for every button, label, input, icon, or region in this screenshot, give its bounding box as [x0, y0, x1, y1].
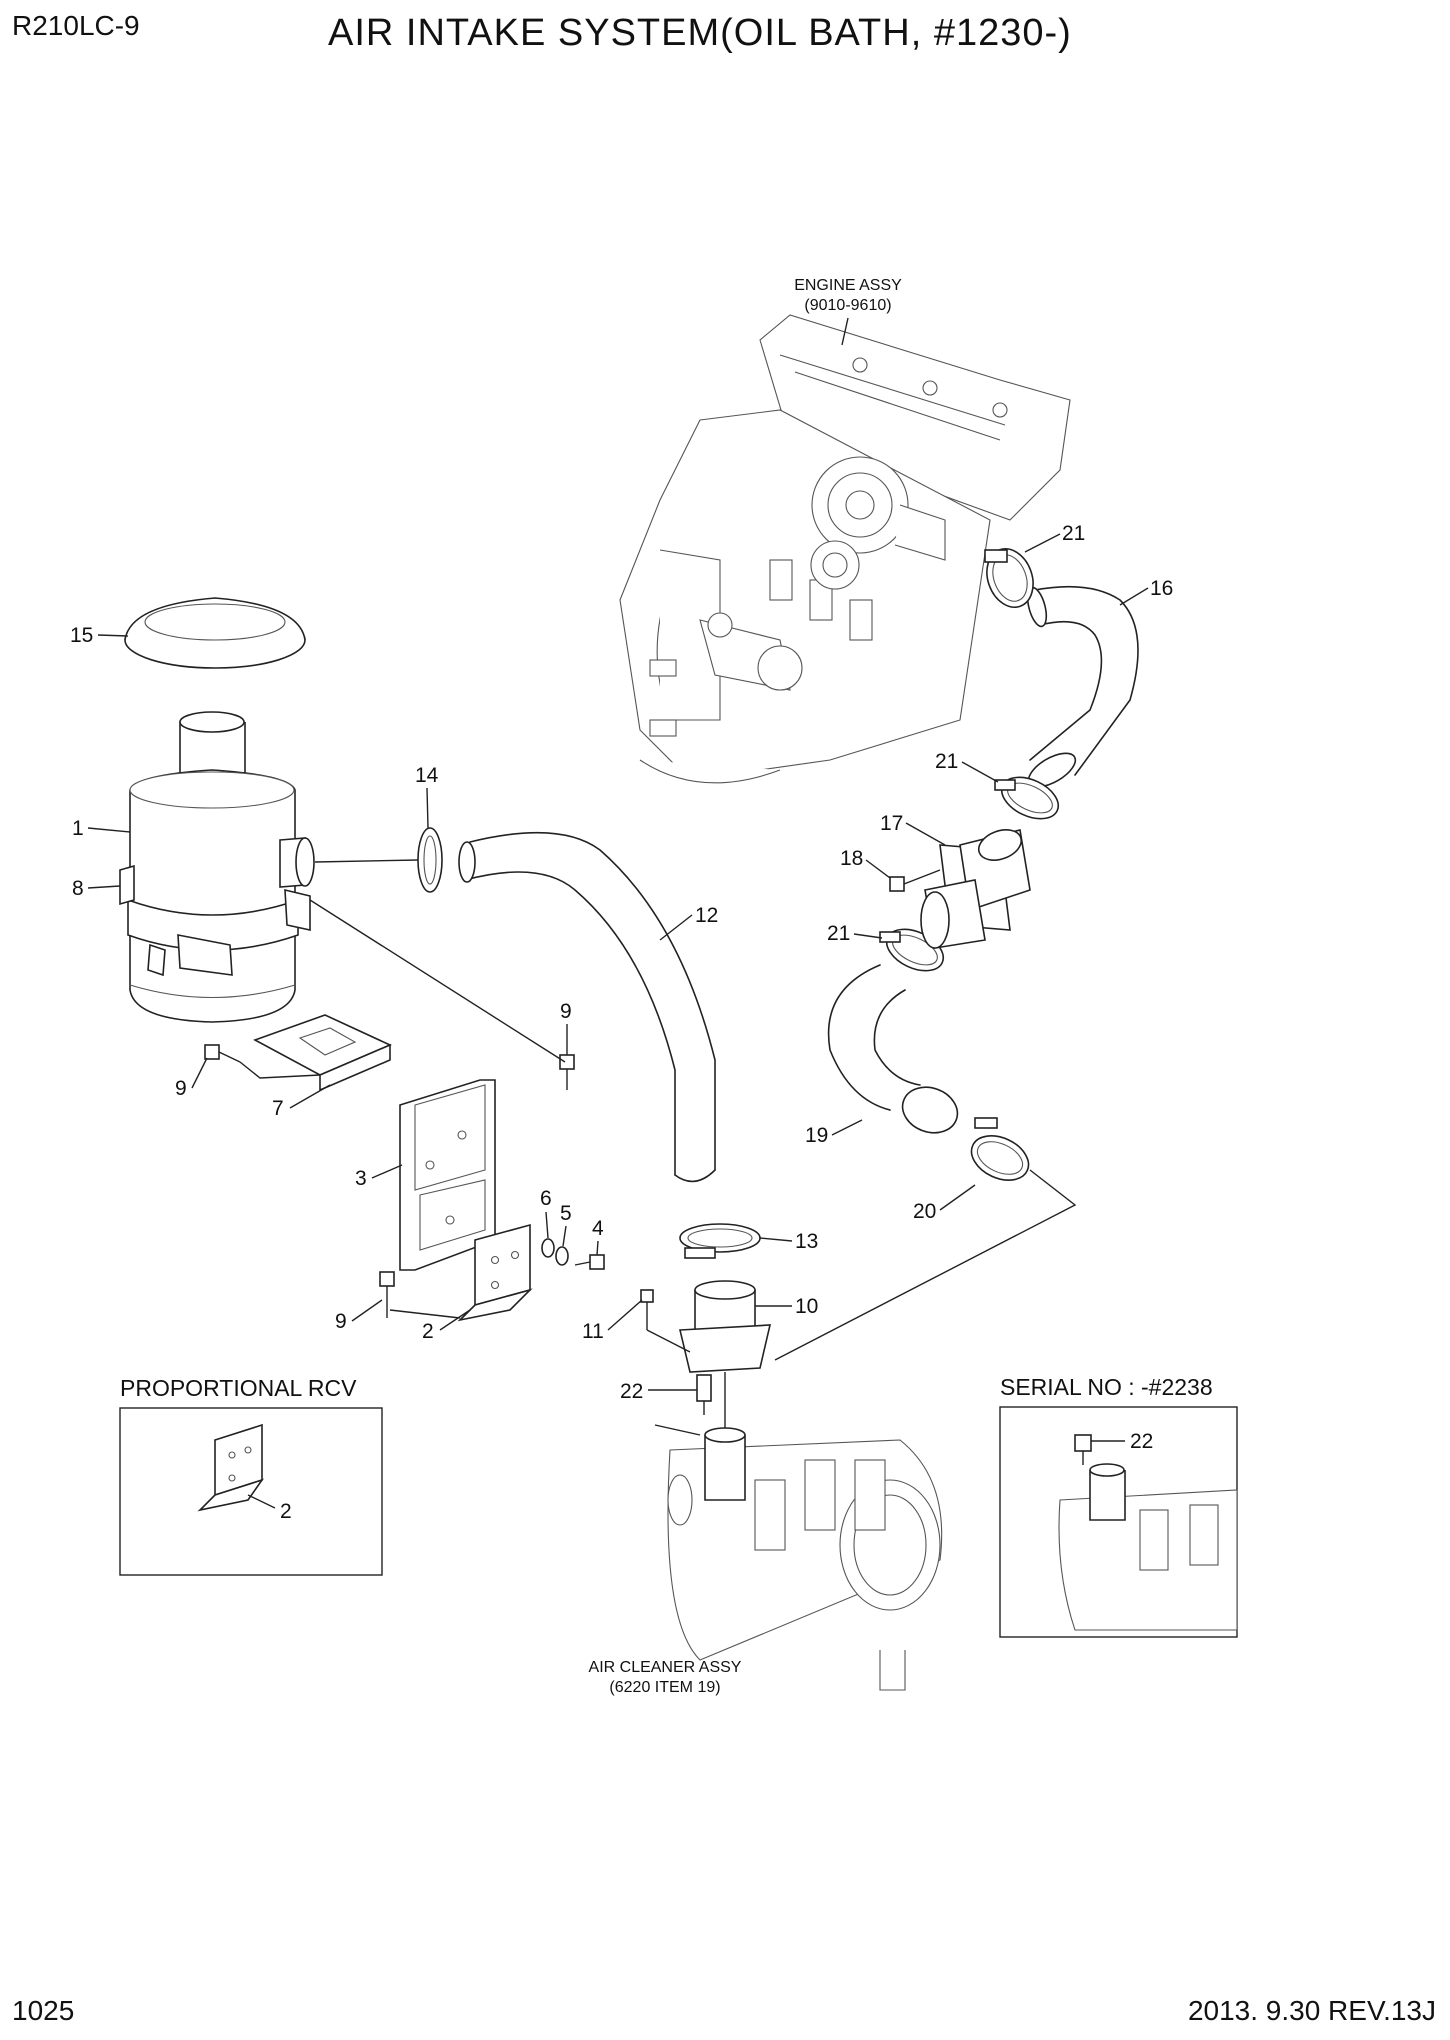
callout-8: 8	[72, 877, 84, 900]
leader-line	[774, 1169, 1077, 1361]
callout-21-mid: 21	[935, 750, 958, 773]
callout-20: 20	[913, 1200, 936, 1223]
inset-proportional-rcv-frame	[119, 1407, 383, 1576]
callout-11: 11	[582, 1320, 604, 1343]
callout-4: 4	[592, 1217, 604, 1240]
clamp-13-drawing	[679, 1223, 761, 1259]
leader-line	[314, 859, 419, 863]
leader-line	[545, 1211, 549, 1239]
oil-bath-air-cleaner-drawing	[119, 711, 315, 1023]
callout-10: 10	[795, 1295, 818, 1318]
bolt-9-bottom-drawing	[379, 1271, 395, 1318]
leader-line	[239, 1061, 321, 1079]
engine-assy-ref: (9010-9610)	[804, 297, 891, 314]
bolt-11-drawing	[640, 1289, 691, 1353]
engine-assy-drawing	[619, 314, 1071, 784]
inset-serial-no-title: SERIAL NO : -#2238	[1000, 1374, 1213, 1400]
serial-inset-drawing	[1058, 1434, 1238, 1631]
hardware-4-5-6-drawing	[541, 1238, 605, 1270]
callout-16: 16	[1150, 577, 1173, 600]
callout-18: 18	[840, 847, 863, 870]
inset-proportional-rcv-title: PROPORTIONAL RCV	[120, 1375, 357, 1401]
leader-line	[191, 1057, 208, 1089]
leader-line	[562, 1225, 567, 1247]
sensor-22-drawing	[696, 1374, 712, 1415]
callout-21-low: 21	[827, 922, 850, 945]
leader-line	[905, 822, 946, 846]
engine-assy-caption: ENGINE ASSY	[794, 277, 902, 294]
rain-cap-drawing	[124, 597, 306, 669]
leader-line	[426, 787, 429, 829]
leader-line	[831, 1119, 863, 1136]
leader-line	[659, 914, 693, 941]
air-cleaner-assy-ref: (6220 ITEM 19)	[609, 1679, 720, 1696]
leader-line	[1119, 587, 1149, 606]
callout-17: 17	[880, 812, 903, 835]
page-number: 1025	[12, 1995, 75, 2026]
callout-3: 3	[355, 1167, 367, 1190]
callout-5: 5	[560, 1202, 572, 1225]
callout-9-right: 9	[560, 1000, 572, 1023]
callout-21-top: 21	[1062, 522, 1085, 545]
bracket-7-drawing	[253, 1014, 392, 1092]
leader-line	[596, 1240, 599, 1256]
callout-9-left: 9	[175, 1077, 187, 1100]
callout-13: 13	[795, 1230, 818, 1253]
model-code: R210LC-9	[12, 10, 140, 41]
air-cleaner-assy-caption: AIR CLEANER ASSY	[589, 1659, 742, 1676]
air-cleaner-assy-drawing	[667, 1427, 943, 1691]
callout-22-inset-serial: 22	[1130, 1430, 1153, 1453]
leader-line	[759, 1237, 793, 1242]
callout-1: 1	[72, 817, 84, 840]
leader-line	[853, 933, 883, 939]
callout-2: 2	[422, 1320, 434, 1343]
leader-line	[961, 761, 999, 783]
bracket-2-drawing	[457, 1223, 533, 1322]
leader-line	[87, 827, 131, 833]
hose-12-drawing	[458, 831, 716, 1183]
leader-line	[841, 317, 849, 346]
leader-line	[1024, 533, 1061, 553]
clamp-21-top-drawing	[984, 548, 1034, 608]
callout-15: 15	[70, 624, 93, 647]
callout-22: 22	[620, 1380, 643, 1403]
hose-16-drawing	[1026, 585, 1139, 788]
callout-2-inset-rcv: 2	[280, 1500, 292, 1523]
leader-line	[654, 1424, 701, 1436]
callout-9-bottom: 9	[335, 1310, 347, 1333]
leader-line	[865, 859, 891, 879]
leader-line	[439, 1309, 471, 1331]
callout-19: 19	[805, 1124, 828, 1147]
leader-line	[939, 1184, 976, 1211]
leader-line	[87, 885, 121, 889]
leader-line	[309, 899, 566, 1063]
page-title: AIR INTAKE SYSTEM(OIL BATH, #1230-)	[328, 12, 1072, 54]
callout-14: 14	[415, 764, 439, 787]
bracket-3-drawing	[399, 1079, 496, 1271]
clamp-21-mid-drawing	[994, 776, 1060, 820]
leader-line	[371, 1164, 403, 1179]
leader-line	[289, 1084, 331, 1109]
gasket-drawing	[417, 827, 443, 893]
adapter-17-drawing	[920, 829, 1031, 949]
bolt-18-drawing	[889, 869, 941, 892]
callout-12: 12	[695, 904, 718, 927]
rcv-bracket-drawing	[197, 1423, 265, 1512]
clamp-20-drawing	[970, 1117, 1030, 1181]
leader-line	[97, 634, 129, 637]
bolt-9-left-drawing	[204, 1044, 241, 1063]
revision-date: 2013. 9.30 REV.13J	[1187, 1995, 1436, 2026]
callout-7: 7	[272, 1097, 284, 1120]
hose-19-drawing	[827, 964, 959, 1134]
leader-line	[247, 1494, 276, 1509]
leader-line	[389, 1309, 461, 1319]
callout-6: 6	[540, 1187, 552, 1210]
leader-line	[607, 1299, 643, 1331]
flange-10-drawing	[679, 1280, 772, 1373]
leader-line	[351, 1299, 383, 1322]
